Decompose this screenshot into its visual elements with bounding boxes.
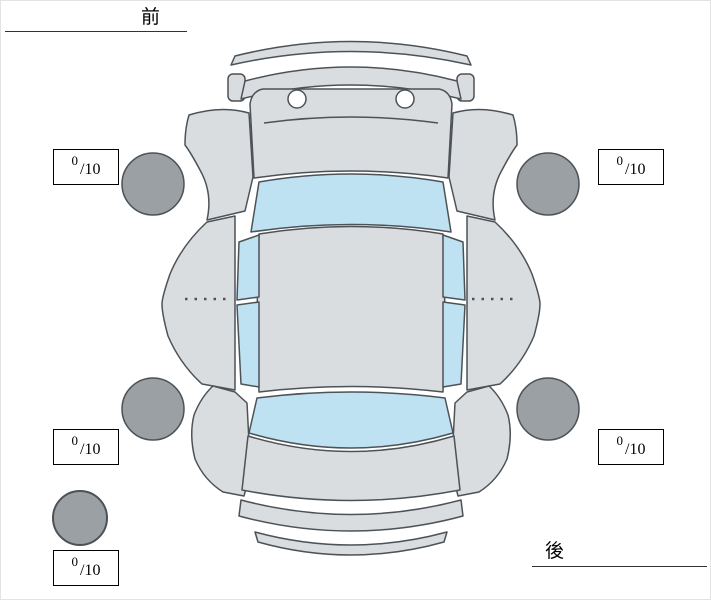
- side-window-right-rear: [442, 301, 466, 388]
- tread-score-front-left: 0 /10: [53, 149, 119, 185]
- tread-score-rear-right: 0 /10: [598, 429, 664, 465]
- rear-quarter-right: [451, 385, 511, 497]
- spare-tire-icon: [52, 490, 108, 546]
- roof: [256, 225, 446, 393]
- score-denominator: /10: [80, 562, 101, 579]
- score-denominator: /10: [625, 161, 646, 178]
- tire-rear-left: [121, 377, 185, 441]
- score-value: 0: [616, 153, 624, 168]
- score-value: 0: [616, 433, 624, 448]
- score-value: 0: [71, 554, 79, 569]
- front-label: 前: [141, 7, 161, 28]
- tread-score-spare: 0 /10: [53, 550, 119, 586]
- side-window-left-front: [236, 234, 260, 301]
- side-window-right-front: [442, 234, 466, 301]
- tire-rear-right: [516, 377, 580, 441]
- tire-front-left: [121, 152, 185, 216]
- score-denominator: /10: [80, 161, 101, 178]
- tread-score-rear-left: 0 /10: [53, 429, 119, 465]
- rear-label: 後: [545, 541, 565, 562]
- front-fender-left: [184, 108, 254, 221]
- rear-underline: [532, 566, 707, 567]
- score-value: 0: [71, 153, 79, 168]
- rear-bumper: [238, 499, 464, 532]
- hood: [249, 88, 453, 179]
- door-panel-left: [161, 215, 236, 391]
- front-bumper: [240, 66, 462, 100]
- rear-lower-arc: [254, 531, 448, 556]
- trunk-lid: [241, 435, 461, 502]
- side-window-left-rear: [236, 301, 260, 388]
- score-denominator: /10: [625, 441, 646, 458]
- hood-crease-line: [263, 116, 439, 124]
- hood-cap-left: [287, 89, 307, 109]
- front-fender-right: [448, 108, 518, 221]
- rear-window: [248, 391, 454, 449]
- windshield: [250, 173, 452, 233]
- score-denominator: /10: [80, 441, 101, 458]
- door-panel-right: [466, 215, 541, 391]
- score-value: 0: [71, 433, 79, 448]
- rear-quarter-left: [191, 385, 251, 497]
- tread-score-front-right: 0 /10: [598, 149, 664, 185]
- front-underline: [5, 31, 187, 32]
- front-spoiler: [230, 40, 472, 66]
- tire-front-right: [516, 152, 580, 216]
- hood-cap-right: [395, 89, 415, 109]
